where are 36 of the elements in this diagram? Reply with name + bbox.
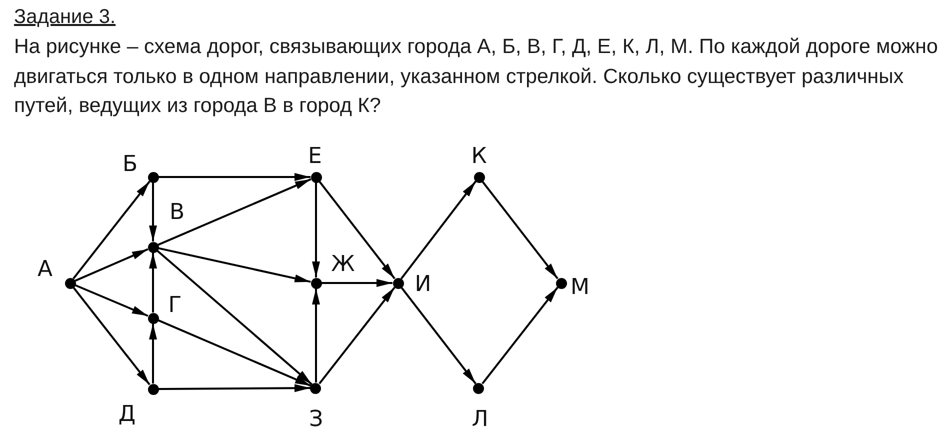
arrow: [312, 182, 320, 278]
arrow: [318, 180, 396, 280]
vertex-label: А: [37, 258, 53, 282]
vertex-label: Г: [168, 294, 182, 318]
vertex-label: К: [471, 145, 487, 169]
arrow: [318, 286, 396, 384]
question-text: На рисунке – схема дорог, связывающих города А, Б, В, Г, Д, Е, К, Л, М. По каждой дороге можно двигаться только в одном направлении, указанном стрелкой. Сколько существует различных путей, ведущих из города В в город К?: [14, 34, 939, 119]
vertex-label: Е: [308, 145, 322, 169]
task-title: Задание 3.: [14, 5, 116, 30]
arrow: [156, 250, 312, 386]
arrow: [482, 286, 558, 384]
arrow: [400, 286, 476, 384]
vertex-label: М: [570, 276, 590, 300]
arrow: [149, 324, 157, 384]
arrow: [482, 180, 558, 280]
arrow: [312, 288, 320, 382]
vertex-label: Д: [118, 403, 136, 427]
vertex-label: Ж: [331, 253, 355, 277]
arrow: [158, 384, 310, 392]
vertex-label: З: [308, 408, 324, 432]
arrow: [72, 180, 150, 280]
arrow: [158, 173, 310, 181]
arrow: [158, 319, 312, 387]
vertex-label: В: [169, 201, 185, 225]
arrow: [158, 178, 312, 246]
arrow: [322, 279, 392, 287]
arrow: [149, 252, 157, 312]
arrow: [72, 286, 150, 386]
arrow: [74, 284, 148, 317]
arrow: [158, 247, 311, 283]
arrow: [74, 248, 148, 282]
arrow: [400, 180, 476, 280]
vertex-label: Л: [472, 408, 488, 432]
arrow: [149, 182, 157, 242]
vertex-label: И: [414, 273, 432, 297]
vertex-label: Б: [122, 153, 138, 177]
